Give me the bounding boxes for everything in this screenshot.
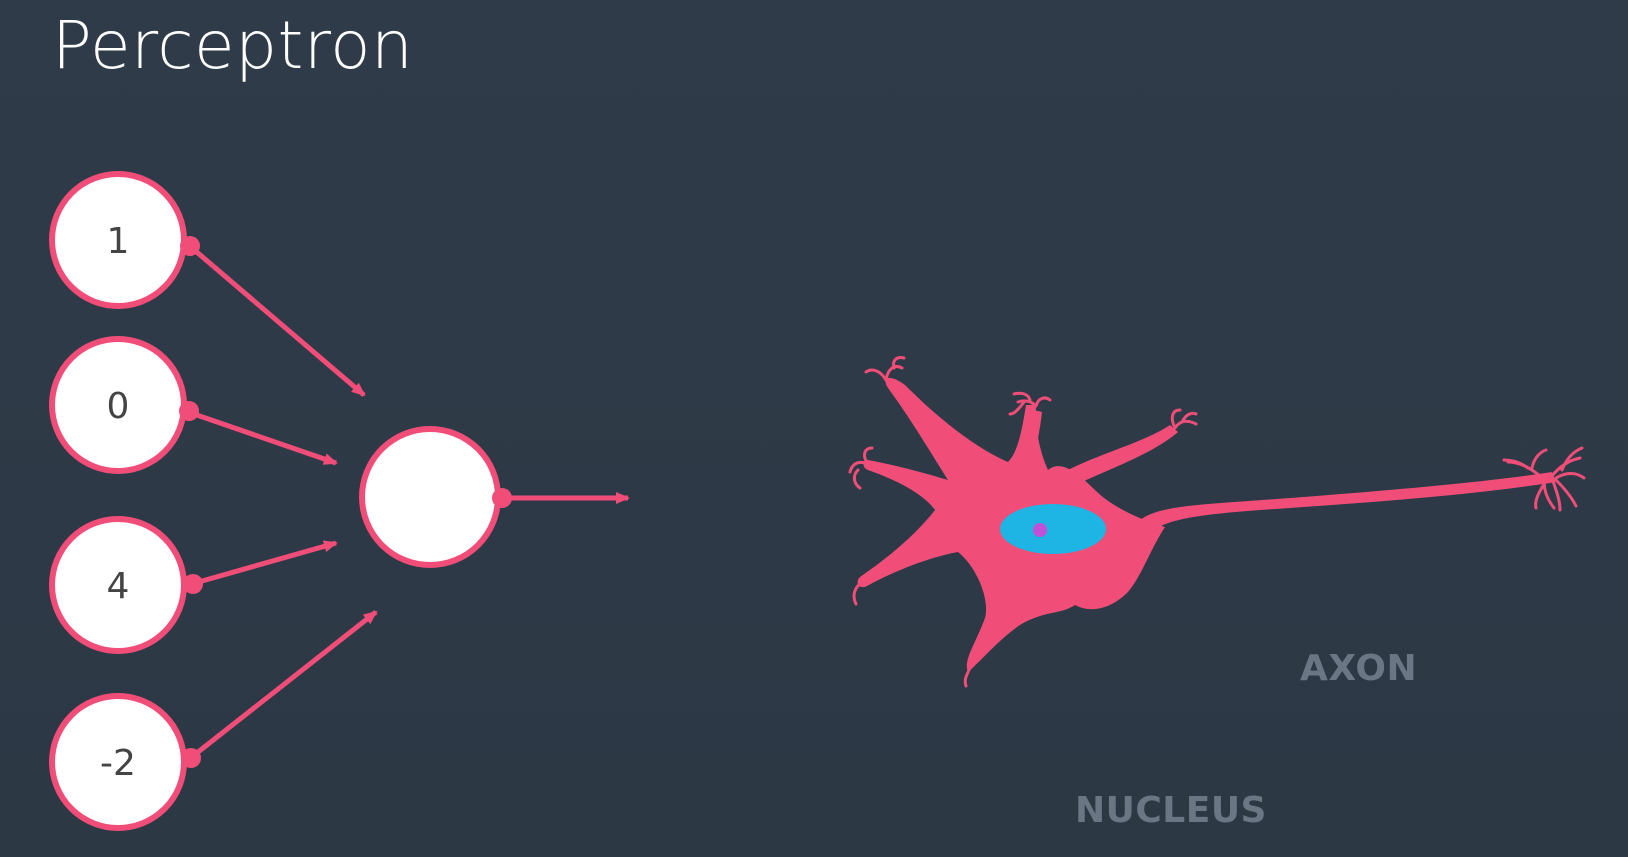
nucleus-label: NUCLEUS	[1075, 790, 1267, 831]
output-node	[359, 426, 512, 568]
input-node: -2	[49, 693, 201, 831]
input-arrow	[194, 540, 338, 586]
input-node: 1	[49, 171, 200, 309]
nucleus	[1000, 504, 1106, 554]
axon-label: AXON	[1300, 648, 1417, 689]
input-node: 4	[49, 516, 203, 654]
axon-terminal	[1502, 446, 1586, 512]
input-connector-dot	[179, 401, 199, 421]
input-connector-dot	[183, 574, 203, 594]
input-value-label: -2	[100, 743, 136, 784]
dendrite	[1050, 425, 1178, 492]
slide-title: Perceptron	[52, 7, 414, 84]
biological-neuron-illustration	[848, 356, 1586, 688]
input-arrow	[191, 610, 378, 758]
input-value-label: 4	[107, 566, 130, 607]
input-value-label: 0	[107, 386, 130, 427]
input-node: 0	[49, 336, 199, 474]
input-value-label: 1	[107, 221, 130, 262]
axon-fiber	[1140, 472, 1556, 535]
input-arrow	[190, 246, 366, 397]
output-connector-dot	[492, 488, 512, 508]
dendrite-branches	[848, 356, 1198, 688]
nucleolus	[1033, 523, 1047, 537]
dendrite	[1018, 410, 1042, 468]
input-arrow	[190, 410, 338, 466]
